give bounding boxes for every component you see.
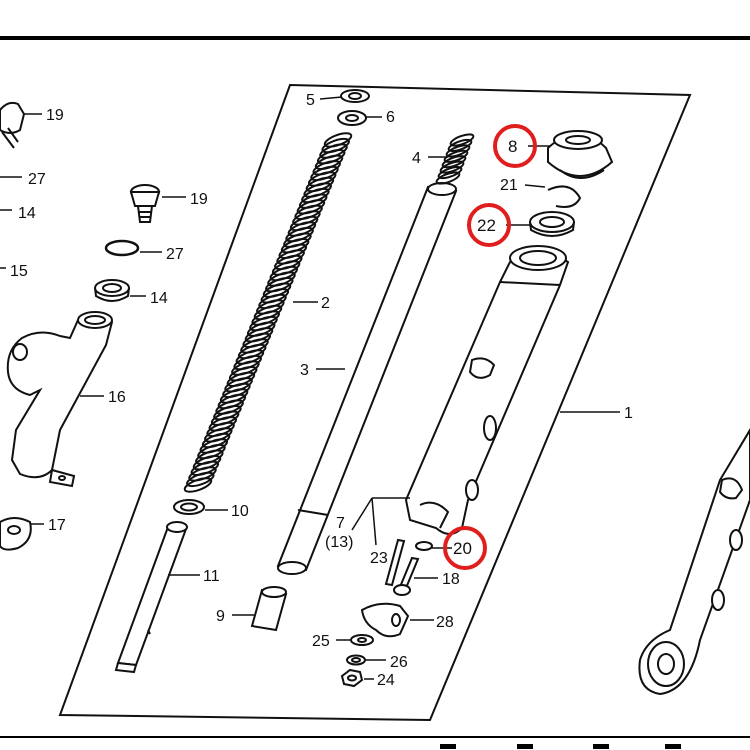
part-19-bolt-middle [129,184,161,223]
part-1-fork-slider [404,245,570,535]
callout-5: 5 [306,92,315,109]
callout-15: 15 [10,263,28,280]
part-5-cap [340,89,370,103]
callout-11: 11 [203,568,220,585]
part-11-damper-rod [114,521,188,674]
part-23-bolt [384,538,406,587]
callout-18: 18 [442,571,460,588]
highlight-circle-20 [443,526,487,570]
callout-20: 20 [453,539,472,558]
callout-7: 7 [336,515,345,532]
callout-9: 9 [216,608,225,625]
part-8-dust-seal [547,130,614,179]
spring-coil [183,477,213,493]
callout-6: 6 [386,109,395,126]
callout-3: 3 [300,362,309,379]
part-26-washer [346,654,366,666]
spring-coil [437,166,463,180]
spring-coil [439,160,465,174]
spring-coil [441,155,467,169]
spring-coil [449,133,475,147]
highlight-circle-8 [493,124,537,168]
callout-7-alt-13: (13) [325,534,353,551]
callout-19-middle: 19 [190,191,208,208]
part-19-bolt-top [0,101,26,149]
callout-16: 16 [108,389,126,406]
spring-coil [435,171,461,185]
callout-27-top: 27 [28,171,46,188]
callout-26: 26 [390,654,408,671]
spring-coil [447,138,473,152]
part-27-o-ring [104,239,140,257]
part-28-axle-holder [360,602,410,638]
callout-21: 21 [500,177,518,194]
part-21-circlip [547,185,582,208]
part-24-nut [340,668,364,688]
spring-coil [443,149,469,163]
part-9-spacer [250,586,288,632]
callout-4: 4 [412,150,421,167]
callout-2: 2 [321,295,330,312]
right-fork-leg-partial [638,428,750,696]
part-14-seal [94,279,130,302]
part-22-oil-seal [529,211,575,237]
part-20-washer [415,541,433,551]
callout-25: 25 [312,633,330,650]
callout-14-middle: 14 [150,290,168,307]
callout-24: 24 [377,672,395,689]
highlight-circle-22 [467,203,511,247]
callout-17: 17 [48,517,66,534]
part-17-washer [0,517,32,551]
callout-14-top: 14 [18,205,36,222]
callout-10: 10 [231,503,249,520]
part-2-spring [183,132,353,493]
callout-23: 23 [370,550,388,567]
bottom-marks [440,744,681,749]
callout-1: 1 [624,405,633,422]
assembly-frame [58,83,692,722]
part-25-washer [350,634,374,646]
part-4-rebound-spring [435,133,475,185]
callout-22: 22 [477,216,496,235]
part-18-socket-bolt [393,556,420,596]
bracket-7-lines [351,497,410,546]
part-10-ring [173,499,205,515]
part-16-fork-bracket [6,311,114,488]
callout-8: 8 [508,137,517,156]
spring-coil [445,144,471,158]
part-6-washer [337,110,367,126]
callout-19-top: 19 [46,107,64,124]
callout-27-middle: 27 [166,246,184,263]
part-3-fork-tube [276,182,458,575]
callout-28: 28 [436,614,454,631]
